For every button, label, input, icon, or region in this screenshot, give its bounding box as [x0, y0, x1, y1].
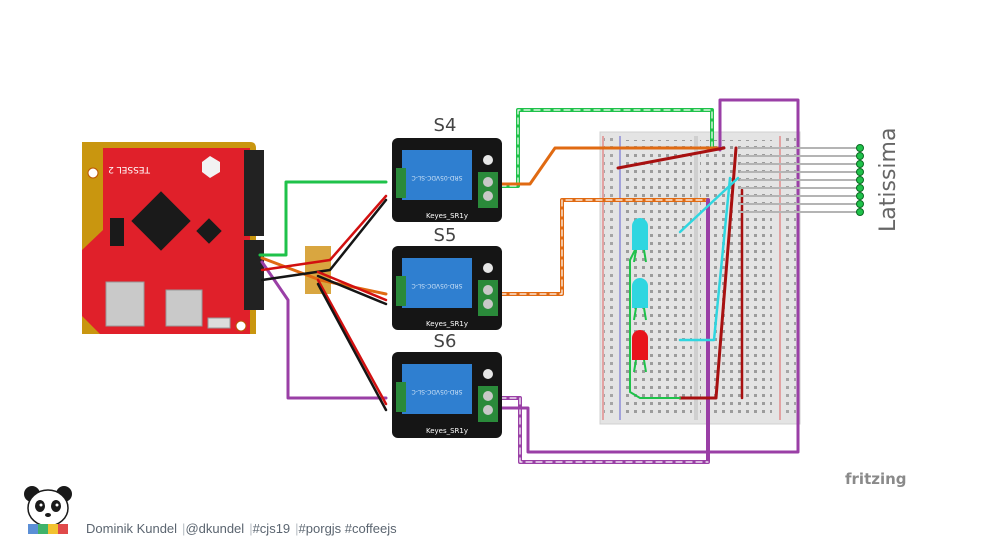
- footer: Dominik Kundel|@dkundel|#cjs19|#porgjs #…: [22, 484, 722, 538]
- latissima-label: Latissima: [876, 128, 901, 232]
- led-red: [632, 330, 648, 373]
- relay-s4: SRD-05VDC-SL-C Keyes_SR1y: [392, 138, 502, 222]
- wires: [258, 98, 859, 464]
- led-cyan-2: [632, 278, 648, 321]
- svg-text:SRD-05VDC-SL-C: SRD-05VDC-SL-C: [412, 174, 463, 181]
- svg-text:SRD-05VDC-SL-C: SRD-05VDC-SL-C: [412, 282, 463, 289]
- relay-s5-label: S5: [434, 225, 457, 246]
- relay-s6-module-label: Keyes_SR1y: [426, 427, 468, 435]
- relay-s5-module-label: Keyes_SR1y: [426, 320, 468, 328]
- led-cyan-1: [632, 218, 648, 263]
- relay-s4-module-label: Keyes_SR1y: [426, 212, 468, 220]
- header-pins: [856, 144, 864, 216]
- relay-s5: SRD-05VDC-SL-C Keyes_SR1y: [392, 246, 502, 330]
- board-label: TESSEL 2: [108, 164, 151, 174]
- relay-s6: SRD-05VDC-SL-C Keyes_SR1y: [392, 352, 502, 438]
- hashtag-cjs19: #cjs19: [252, 521, 291, 536]
- footer-text: Dominik Kundel|@dkundel|#cjs19|#porgjs #…: [86, 521, 397, 536]
- svg-text:SRD-05VDC-SL-C: SRD-05VDC-SL-C: [412, 388, 463, 395]
- hashtags-porgjs-coffeejs: #porgjs #coffeejs: [298, 521, 397, 536]
- relay-s4-label: S4: [434, 115, 457, 136]
- author-handle: @dkundel: [185, 521, 245, 536]
- tessel-board: TESSEL 2: [82, 142, 264, 334]
- panda-avatar: [24, 486, 72, 534]
- author-name: Dominik Kundel: [86, 521, 178, 536]
- fritzing-watermark: fritzing: [845, 470, 907, 488]
- relay-s6-label: S6: [434, 331, 457, 352]
